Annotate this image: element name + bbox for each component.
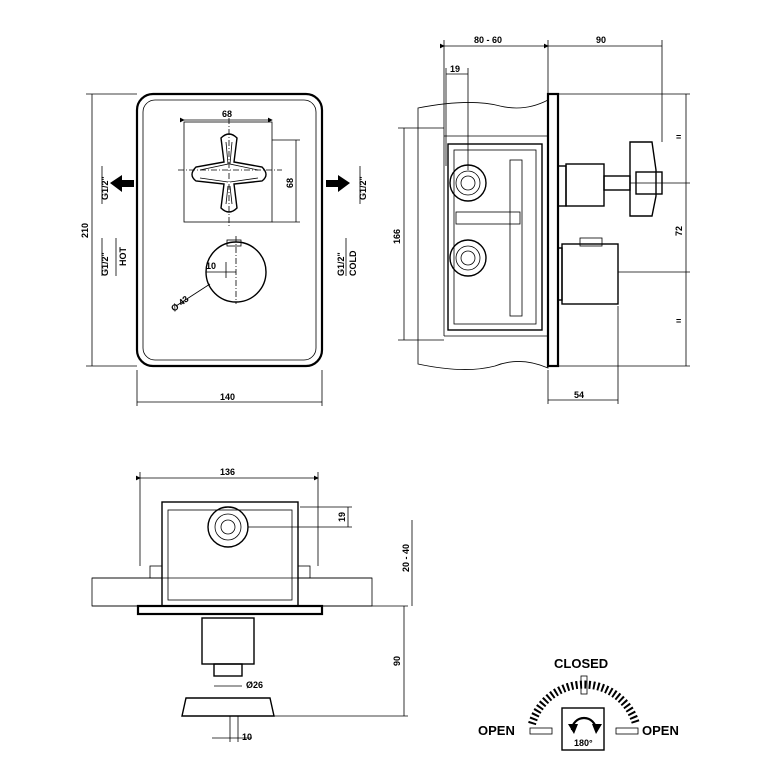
wall-range-dim: 20 - 40	[401, 544, 411, 572]
top-knurl	[201, 617, 255, 665]
stem-diameter-dim: Ø26	[246, 680, 263, 690]
top-port	[207, 506, 249, 548]
handle-width-dim: 68	[222, 109, 232, 119]
hot-arrow-top	[110, 175, 134, 192]
cold-arrow-top	[326, 175, 350, 192]
side-lower-knurl	[561, 243, 619, 305]
mixer-body	[447, 143, 543, 331]
top-projection-dim: 90	[392, 656, 402, 666]
side-upper-sleeve	[557, 165, 567, 207]
plate-height-dim: 210	[80, 223, 90, 238]
closed-label: CLOSED	[554, 656, 608, 671]
stem-offset-dim: 10	[242, 732, 252, 742]
fitting-dim: 19	[450, 64, 460, 74]
cover-plate-inner	[142, 99, 317, 361]
top-body	[161, 501, 299, 607]
top-lever	[181, 697, 275, 717]
port-dim: 19	[337, 512, 347, 522]
cross-handle-outline	[183, 121, 273, 223]
side-upper-knurl	[565, 163, 605, 207]
handle-height-dim: 68	[285, 178, 295, 188]
hot-label: HOT	[118, 247, 128, 267]
top-plate	[136, 604, 324, 616]
knob-depth-dim: 54	[574, 390, 584, 400]
spacing-dim: 72	[674, 226, 684, 236]
projection-dim: 90	[596, 35, 606, 45]
inlet-right-dim: G1/2"	[358, 176, 368, 200]
inlet-left-hot-dim: G1/2"	[100, 252, 110, 276]
port-lower	[449, 239, 487, 277]
body-height-dim: 166	[392, 229, 402, 244]
angle-label: 180°	[574, 738, 593, 748]
svg-text:=: =	[676, 132, 681, 142]
side-view: 80 - 60 90 19 166 = = 72 54	[392, 35, 690, 404]
cross-handle	[191, 133, 267, 213]
rotation-legend: CLOSED 180° OPEN OPEN	[478, 656, 679, 751]
cold-label: COLD	[348, 250, 358, 276]
svg-text:=: =	[676, 316, 681, 326]
wall-depth-dim: 80 - 60	[474, 35, 502, 45]
inlet-left-dim: G1/2"	[100, 176, 110, 200]
knob-offset-dim: 10	[206, 261, 216, 271]
front-view: 10 Ø 43 68 68 140 210 G1/2" G1/2" HOT G1…	[80, 92, 368, 406]
knob-diameter-dim: Ø 43	[169, 294, 191, 314]
top-view: 136 19 20 - 40 90 Ø26 10	[91, 467, 413, 742]
side-plate	[546, 92, 560, 368]
rotation-dial	[561, 707, 605, 751]
body-width-dim: 136	[220, 467, 235, 477]
cover-plate	[135, 92, 324, 368]
open-left-label: OPEN	[478, 723, 515, 738]
open-right-label: OPEN	[642, 723, 679, 738]
top-wall-section	[91, 577, 163, 607]
inlet-right-cold-dim: G1/2"	[336, 252, 346, 276]
plate-width-dim: 140	[220, 392, 235, 402]
side-cross-handle	[629, 141, 657, 217]
rotation-arc	[528, 680, 640, 726]
